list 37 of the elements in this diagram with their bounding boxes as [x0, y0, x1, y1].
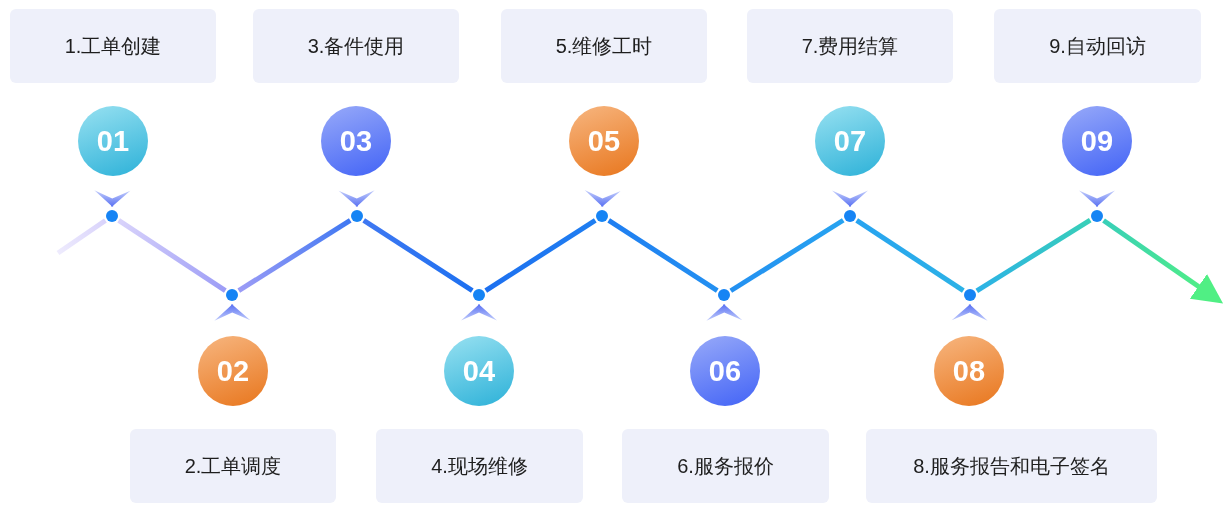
step-number: 03	[339, 126, 373, 156]
step-title: 7.费用结算	[801, 34, 899, 58]
timeline-segment	[56, 218, 107, 256]
step-title: 5.维修工时	[555, 34, 653, 58]
timeline-segment	[117, 218, 227, 293]
step-number: 08	[952, 356, 986, 386]
step-number: 05	[587, 126, 621, 156]
step-title: 1.工单创建	[64, 34, 162, 58]
timeline-segment	[729, 218, 845, 293]
timeline-segment	[484, 218, 597, 293]
step-number: 01	[96, 126, 130, 156]
timeline-dot	[224, 287, 240, 303]
timeline-segment	[362, 218, 474, 293]
step-number: 06	[708, 356, 742, 386]
timeline-dot	[349, 208, 365, 224]
step-title: 8.服务报告和电子签名	[913, 454, 1110, 478]
step-title: 6.服务报价	[677, 454, 774, 478]
timeline-dot	[594, 208, 610, 224]
step-title: 4.现场维修	[431, 454, 528, 478]
timeline-segment	[855, 218, 965, 293]
step-number: 02	[216, 356, 250, 386]
step-title: 3.备件使用	[307, 34, 405, 58]
step-title: 2.工单调度	[184, 454, 282, 478]
step-number: 07	[833, 126, 867, 156]
step-number: 09	[1080, 126, 1114, 156]
timeline-dot	[962, 287, 978, 303]
timeline-arrow	[1102, 218, 1224, 304]
timeline-dot	[1089, 208, 1105, 224]
timeline-dot	[104, 208, 120, 224]
timeline-segment	[975, 218, 1092, 293]
timeline-dot	[716, 287, 732, 303]
timeline-dot	[842, 208, 858, 224]
step-title: 9.自动回访	[1049, 34, 1146, 58]
step-number: 04	[462, 356, 496, 386]
timeline-segment	[237, 218, 352, 293]
timeline-segment	[607, 218, 719, 293]
timeline-dot	[471, 287, 487, 303]
